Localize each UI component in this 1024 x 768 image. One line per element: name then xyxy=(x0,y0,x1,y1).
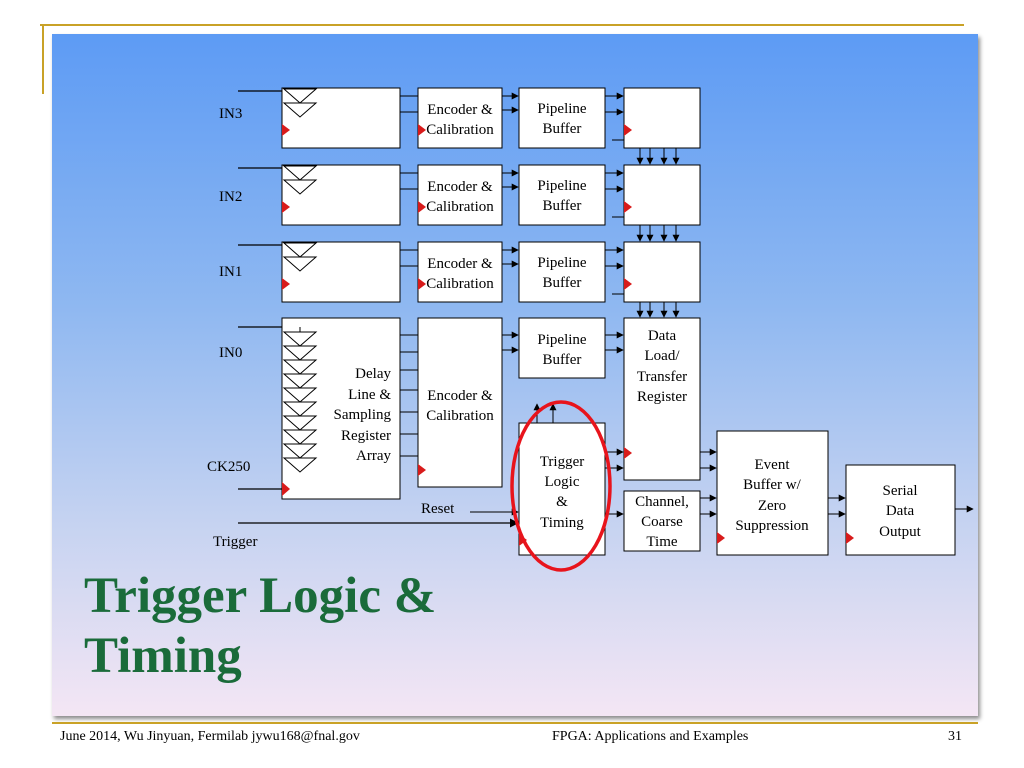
trigger-logic-label: Logic xyxy=(545,474,580,490)
pipeline-label: Buffer xyxy=(543,352,582,368)
slide-title-line2: Timing xyxy=(84,628,242,684)
encoder-label: Encoder & xyxy=(427,102,493,118)
channel-coarse-label: Channel, xyxy=(635,494,689,510)
event-buffer-label: Event xyxy=(755,457,791,473)
channel-row-in1 xyxy=(238,241,701,303)
pipeline-label: Pipeline xyxy=(537,101,587,117)
slide-title: Trigger Logic & Timing xyxy=(84,566,564,686)
highlight-ellipse xyxy=(510,400,612,572)
serial-output-block xyxy=(845,464,974,556)
channel-row-in3 xyxy=(238,87,701,149)
channel-coarse-time-block xyxy=(623,490,717,552)
encoder-label: Encoder & xyxy=(427,179,493,195)
delay-line-label: Register xyxy=(341,428,391,444)
event-buffer-label: Suppression xyxy=(735,518,809,534)
trigger-logic-label: Trigger xyxy=(540,454,584,470)
page-number: 31 xyxy=(948,729,962,744)
channel-coarse-label: Time xyxy=(646,534,677,550)
data-load-transfer-register xyxy=(623,317,717,481)
trigger-logic-block xyxy=(518,403,624,556)
slide-background xyxy=(52,34,978,716)
frame-top-rule xyxy=(40,24,964,26)
encoder-label: Encoder & xyxy=(427,388,493,404)
encoder-label: Calibration xyxy=(426,408,494,424)
trigger-logic-label: & xyxy=(556,494,568,510)
delay-line-block xyxy=(238,317,401,500)
frame-left-rule xyxy=(42,24,44,94)
pipeline-buffer-in0 xyxy=(518,317,624,379)
input-label-in3: IN3 xyxy=(219,106,242,122)
pipeline-label: Pipeline xyxy=(537,178,587,194)
footer-author: June 2014, Wu Jinyuan, Fermilab jywu168@… xyxy=(60,729,360,744)
footer-rule xyxy=(52,722,978,724)
data-load-label: Register xyxy=(637,389,687,405)
input-label-trigger: Trigger xyxy=(213,534,257,550)
pipeline-label: Buffer xyxy=(543,275,582,291)
delay-line-label: Sampling xyxy=(333,407,391,423)
channel-row-in2 xyxy=(238,164,701,226)
transfer-arrows xyxy=(636,148,680,318)
serial-output-label: Serial xyxy=(883,483,918,499)
slide-title-line1: Trigger Logic & xyxy=(84,568,437,624)
serial-output-label: Data xyxy=(886,503,915,519)
event-buffer-label: Buffer w/ xyxy=(743,477,801,493)
channel-coarse-label: Coarse xyxy=(641,514,683,530)
encoder-calibration-main xyxy=(400,317,519,488)
encoder-label: Encoder & xyxy=(427,256,493,272)
input-label-ck250: CK250 xyxy=(207,459,250,475)
footer-course-title: FPGA: Applications and Examples xyxy=(552,729,749,744)
trigger-logic-label: Timing xyxy=(540,515,584,531)
data-load-label: Data xyxy=(648,328,677,344)
delay-line-label: Array xyxy=(356,448,391,464)
pipeline-label: Buffer xyxy=(543,121,582,137)
delay-line-label: Line & xyxy=(348,387,391,403)
input-label-in1: IN1 xyxy=(219,264,242,280)
encoder-label: Calibration xyxy=(426,276,494,292)
input-label-reset: Reset xyxy=(421,501,455,517)
event-buffer-label: Zero xyxy=(758,498,786,514)
input-label-in2: IN2 xyxy=(219,189,242,205)
data-load-label: Load/ xyxy=(645,348,681,364)
data-load-label: Transfer xyxy=(637,369,687,385)
pipeline-label: Buffer xyxy=(543,198,582,214)
encoder-label: Calibration xyxy=(426,122,494,138)
pipeline-label: Pipeline xyxy=(537,332,587,348)
input-label-in0: IN0 xyxy=(219,345,242,361)
delay-line-label: Delay xyxy=(355,366,391,382)
event-buffer-block xyxy=(716,430,846,556)
encoder-label: Calibration xyxy=(426,199,494,215)
pipeline-label: Pipeline xyxy=(537,255,587,271)
serial-output-label: Output xyxy=(879,524,922,540)
